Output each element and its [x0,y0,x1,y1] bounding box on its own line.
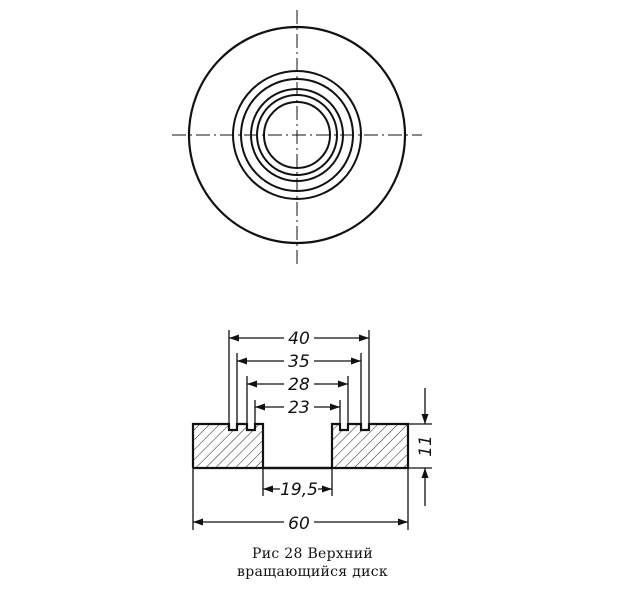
figure-caption-line1: Рис 28 Верхний [252,546,373,562]
section-left-hatch [193,424,263,468]
dim-outer-diameter: 60 [288,514,310,534]
dim-groove-inner-outer: 28 [288,375,310,395]
top-view [172,10,422,268]
dim-groove-outer: 40 [288,329,310,349]
dim-bore: 19,5 [280,480,318,500]
outer-circle [187,25,407,245]
section-right-hatch [332,424,408,468]
section-view [191,422,410,470]
figure-caption-line2: вращающийся диск [237,564,388,580]
dim-groove-inner: 23 [288,398,310,418]
dim-thickness: 11 [416,435,436,457]
arrowheads [193,334,429,526]
dim-groove-mid: 35 [288,352,310,372]
